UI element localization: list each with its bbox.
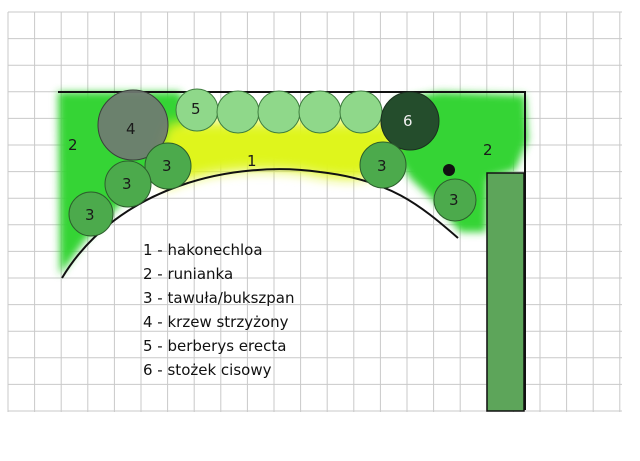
spirea-shrub — [104, 160, 152, 208]
yew-cone — [380, 91, 440, 151]
label-spirea: 3 — [85, 206, 95, 224]
barberry-row — [175, 88, 383, 134]
bed-top-edge — [58, 91, 526, 410]
spirea-shrub — [68, 191, 114, 237]
label-groundcover-left: 2 — [68, 136, 78, 154]
grass-band — [158, 122, 395, 188]
spirea-shrub — [144, 142, 192, 190]
legend: 1 - hakonechloa 2 - runianka 3 - tawuła/… — [143, 241, 294, 379]
bed-arc-edge — [61, 168, 459, 279]
label-grass: 1 — [247, 152, 257, 170]
legend-item: 5 - berberys erecta — [143, 337, 286, 355]
spirea-shrub — [433, 178, 477, 222]
barberry-shrub — [339, 90, 383, 134]
legend-item: 4 - krzew strzyżony — [143, 313, 289, 331]
label-spirea: 3 — [377, 157, 387, 175]
label-barberry: 5 — [191, 100, 201, 118]
label-spirea: 3 — [449, 191, 459, 209]
legend-item: 2 - runianka — [143, 265, 233, 283]
label-yew-cone: 6 — [403, 112, 413, 130]
label-groundcover-right: 2 — [483, 141, 493, 159]
legend-item: 6 - stożek cisowy — [143, 361, 272, 379]
spirea-shrub — [359, 141, 407, 189]
legend-item: 3 - tawuła/bukszpan — [143, 289, 294, 307]
barberry-shrub — [298, 90, 342, 134]
marker-dot — [443, 164, 455, 176]
label-spirea: 3 — [162, 157, 172, 175]
barberry-shrub — [257, 90, 301, 134]
legend-item: 1 - hakonechloa — [143, 241, 263, 259]
label-spirea: 3 — [122, 175, 132, 193]
spirea-group — [68, 141, 477, 237]
trimmed-shrub — [97, 89, 169, 161]
planter-box — [486, 172, 525, 412]
plan-labels: 1 2 2 4 5 6 3 3 3 3 3 — [68, 100, 493, 224]
label-trimmed-shrub: 4 — [126, 120, 136, 138]
barberry-shrub — [216, 90, 260, 134]
